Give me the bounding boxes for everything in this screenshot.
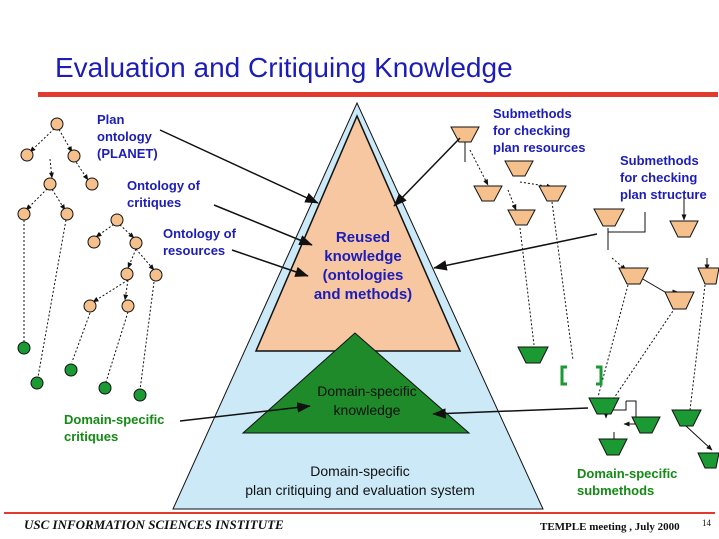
tree-node-icon xyxy=(17,207,31,221)
method-tree-dashes xyxy=(469,149,706,411)
title-rule xyxy=(38,92,718,97)
tree-node-icon xyxy=(50,117,64,131)
resources-ontology-label: Ontology of resources xyxy=(163,226,236,258)
green-method-icon xyxy=(588,397,620,415)
method-trapezoid-icon xyxy=(697,267,719,285)
tree-node-icon xyxy=(129,236,143,250)
method-trapezoid-icon xyxy=(473,185,503,202)
method-tree-lines xyxy=(464,142,713,451)
tree-node-icon xyxy=(60,207,74,221)
plan-ontology-tree xyxy=(23,125,89,378)
method-trapezoid-icon xyxy=(450,126,480,143)
method-trapezoid-icon xyxy=(593,208,625,227)
green-method-icon xyxy=(598,438,628,456)
reused-knowledge-label: Reused knowledge (ontologies and methods… xyxy=(313,229,413,303)
method-trapezoid-icon xyxy=(618,267,649,285)
green-nodes xyxy=(17,341,147,402)
green-node-icon xyxy=(98,381,112,395)
pointer-arrows xyxy=(159,129,598,422)
page-number: 14 xyxy=(702,518,711,528)
method-trapezoid-icon xyxy=(669,220,699,238)
green-node-icon xyxy=(17,341,31,355)
tree-node-icon xyxy=(121,299,135,313)
tree-node-icon xyxy=(67,149,81,163)
tree-node-icon xyxy=(120,267,134,281)
submethods-structure-label: Submethods for checking plan structure xyxy=(620,153,707,202)
domain-submethods-label: Domain-specific submethods xyxy=(577,466,678,498)
method-trapezoid-icon xyxy=(507,209,536,226)
footer-meeting: TEMPLE meeting , July 2000 xyxy=(540,521,680,533)
critiques-ontology-label: Ontology of critiques xyxy=(127,178,200,210)
domain-critiques-label: Domain-specific critiques xyxy=(64,412,165,444)
green-method-icons xyxy=(517,346,719,469)
method-trapezoid-icon xyxy=(538,185,567,202)
footer-institute: USC INFORMATION SCIENCES INSTITUTE xyxy=(24,517,284,532)
tree-node-icon xyxy=(87,235,101,249)
method-trapezoid-icon xyxy=(504,160,534,177)
green-node-icon xyxy=(64,363,78,377)
green-method-icon xyxy=(671,409,702,427)
tree-node-icon xyxy=(83,299,97,313)
tree-node-icon xyxy=(85,177,99,191)
critiques-ontology-tree xyxy=(71,221,155,391)
method-icons xyxy=(450,126,719,310)
green-method-icon xyxy=(517,346,549,364)
tree-nodes xyxy=(17,117,163,313)
tree-node-icon xyxy=(43,177,57,191)
tree-node-icon xyxy=(110,213,124,227)
method-trapezoid-icon xyxy=(664,291,695,310)
green-method-icon xyxy=(631,416,661,434)
domain-knowledge-label: Domain-specific knowledge xyxy=(317,383,417,418)
page-title: Evaluation and Critiquing Knowledge xyxy=(55,52,513,83)
green-node-icon xyxy=(30,376,44,390)
green-method-icon xyxy=(697,452,719,469)
submethods-resources-label: Submethods for checking plan resources xyxy=(493,106,586,155)
plan-ontology-label: Plan ontology (PLANET) xyxy=(97,112,158,161)
green-brackets xyxy=(560,365,603,386)
tree-node-icon xyxy=(20,148,34,162)
green-node-icon xyxy=(133,388,147,402)
tree-node-icon xyxy=(149,268,163,282)
domain-system-label: Domain-specific plan critiquing and eval… xyxy=(245,463,475,498)
